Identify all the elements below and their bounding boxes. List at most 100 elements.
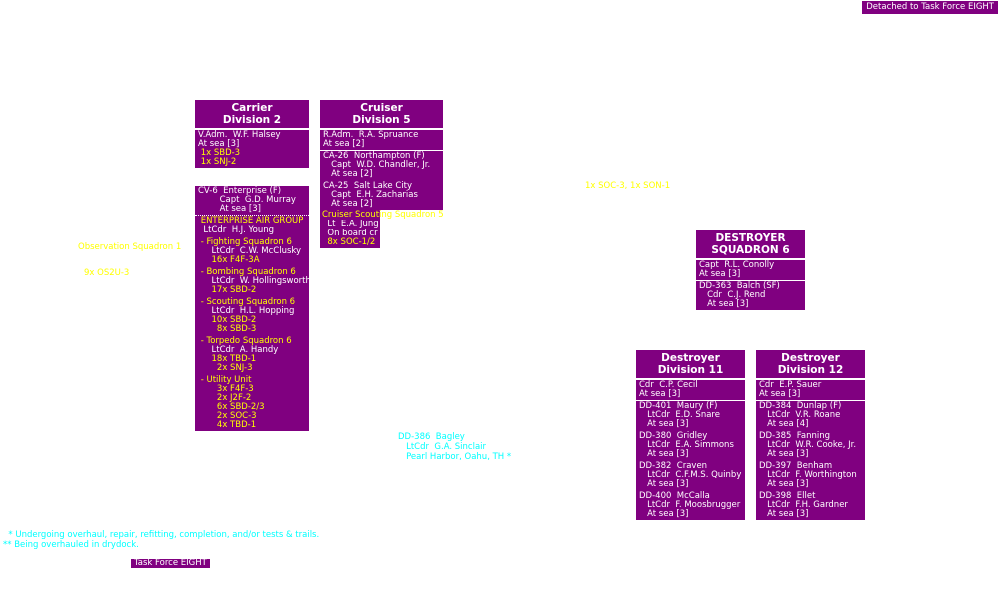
unit-line: - Fighting Squadron 6 bbox=[198, 237, 292, 247]
unit-title-line: Division 5 bbox=[352, 114, 411, 126]
unit-title-line: Cruiser bbox=[360, 102, 403, 114]
unit-line: At sea [3] bbox=[639, 509, 689, 519]
unit-line: At sea [2] bbox=[323, 169, 373, 179]
unit-title-line: Destroyer bbox=[661, 352, 720, 364]
unit-line: At sea [3] bbox=[699, 269, 741, 279]
unit-line: 1x SNJ-2 bbox=[198, 157, 237, 167]
unit-section: CA-26 Northampton (F) Capt W.D. Chandler… bbox=[320, 150, 443, 210]
bagley-entry: DD-386 Bagley LtCdr G.A. Sinclair Pearl … bbox=[398, 432, 511, 462]
unit-line: 2x J2F-2 bbox=[198, 393, 252, 403]
unit-line: At sea [4] bbox=[759, 419, 809, 429]
unit-line: ENTERPRISE AIR GROUP bbox=[198, 216, 304, 226]
unit-line: At sea [3] bbox=[198, 139, 240, 149]
unit-line: 3x F4F-3 bbox=[198, 384, 254, 394]
unit-line: DD-401 Maury (F) bbox=[639, 401, 718, 411]
unit-line: Cdr C.J. Rend bbox=[699, 290, 766, 300]
unit-line: LtCdr H.J. Young bbox=[198, 225, 274, 235]
unit-line: Capt G.D. Murray bbox=[198, 195, 296, 205]
unit-line: CA-25 Salt Lake City bbox=[323, 181, 413, 191]
unit-line: DD-382 Craven bbox=[639, 461, 708, 471]
detached-badge: Detached to Task Force EIGHT bbox=[862, 1, 998, 14]
unit-line: DD-398 Ellet bbox=[759, 491, 816, 501]
bagley-cdr: LtCdr G.A. Sinclair bbox=[398, 442, 487, 452]
unit-line: LtCdr F. Moosbrugger bbox=[639, 500, 741, 510]
cruiser-scouting-cdr: Lt E.A. Jung bbox=[322, 220, 378, 229]
unit-title-line: Carrier bbox=[231, 102, 273, 114]
unit-line: DD-400 McCalla bbox=[639, 491, 710, 501]
unit-line: Capt W.D. Chandler, Jr. bbox=[323, 160, 431, 170]
unit-line: At sea [3] bbox=[759, 479, 809, 489]
unit-line: 2x SOC-3 bbox=[198, 411, 257, 421]
unit-line: DD-363 Balch (SF) bbox=[699, 281, 780, 291]
unit-line: LtCdr F.H. Gardner bbox=[759, 500, 848, 510]
unit-title-line: DESTROYER bbox=[715, 232, 786, 244]
unit-line: 18x TBD-1 bbox=[198, 354, 257, 364]
unit-line: LtCdr W.R. Cooke, Jr. bbox=[759, 440, 857, 450]
observation-squadron-1: Observation Squadron 1 bbox=[78, 242, 182, 252]
unit-title-line: Division 2 bbox=[222, 114, 282, 126]
unit-line: At sea [2] bbox=[323, 199, 373, 209]
unit-title-line: Destroyer bbox=[781, 352, 840, 364]
unit-title-line: Division 11 bbox=[657, 364, 724, 376]
unit-line: 1x SBD-3 bbox=[198, 148, 241, 158]
unit-line: 4x TBD-1 bbox=[198, 420, 257, 430]
unit-line: - Torpedo Squadron 6 bbox=[198, 336, 292, 346]
cruiser-aircraft: 1x SOC-3, 1x SON-1 bbox=[585, 181, 671, 191]
unit-line: LtCdr C.F.M.S. Quinby bbox=[639, 470, 742, 480]
unit-line: 17x SBD-2 bbox=[198, 285, 257, 295]
unit-section: ENTERPRISE AIR GROUP LtCdr H.J. Young - … bbox=[195, 215, 311, 431]
unit-line: DD-385 Fanning bbox=[759, 431, 831, 441]
unit-line: CA-26 Northampton (F) bbox=[323, 151, 425, 161]
unit-line: LtCdr A. Handy bbox=[198, 345, 279, 355]
unit-line: 16x F4F-3A bbox=[198, 255, 260, 265]
unit-line: At sea [3] bbox=[639, 479, 689, 489]
unit-line: LtCdr C.W. McClusky bbox=[198, 246, 302, 256]
unit-line: At sea [3] bbox=[759, 389, 801, 399]
unit-line: LtCdr F. Worthington bbox=[759, 470, 857, 480]
unit-line: LtCdr W. Hollingsworth bbox=[198, 276, 311, 286]
unit-section: DD-384 Dunlap (F) LtCdr V.R. Roane At se… bbox=[756, 400, 865, 520]
footnotes: * Undergoing overhaul, repair, refitting… bbox=[3, 530, 319, 550]
cruiser-scouting-title: Cruiser Scouting Squadron 5 bbox=[322, 210, 444, 220]
unit-section: DD-363 Balch (SF) Cdr C.J. Rend At sea [… bbox=[696, 280, 805, 310]
bagley-location: Pearl Harbor, Oahu, TH * bbox=[398, 452, 512, 462]
unit-line: LtCdr E.D. Snare bbox=[639, 410, 720, 420]
unit-line: Cdr C.P. Cecil bbox=[639, 380, 698, 390]
unit-line: 10x SBD-2 bbox=[198, 315, 257, 325]
unit-title-line: SQUADRON 6 bbox=[711, 244, 790, 256]
unit-line: Cdr E.P. Sauer bbox=[759, 380, 822, 390]
footnote-1: * Undergoing overhaul, repair, refitting… bbox=[3, 530, 320, 540]
unit-line: DD-380 Gridley bbox=[639, 431, 708, 441]
unit-title-line: Division 12 bbox=[777, 364, 844, 376]
observation-aircraft: 9x OS2U-3 bbox=[84, 268, 130, 278]
cruiser-scouting-squadron-5: Cruiser Scouting Squadron 5 Lt E.A. Jung… bbox=[320, 210, 444, 248]
bagley-ship: DD-386 Bagley bbox=[398, 432, 465, 442]
unit-line: DD-397 Benham bbox=[759, 461, 833, 471]
unit-line: 2x SNJ-3 bbox=[198, 363, 253, 373]
unit-line: At sea [3] bbox=[699, 299, 749, 309]
unit-line: At sea [3] bbox=[759, 509, 809, 519]
unit-line: LtCdr E.A. Simmons bbox=[639, 440, 734, 450]
unit-section: CV-6 Enterprise (F) Capt G.D. Murray At … bbox=[195, 186, 309, 215]
unit-line: At sea [3] bbox=[198, 204, 261, 214]
unit-section: DD-401 Maury (F) LtCdr E.D. Snare At sea… bbox=[636, 400, 745, 520]
unit-line: Capt R.L. Conolly bbox=[699, 260, 775, 270]
unit-line: At sea [2] bbox=[323, 139, 365, 149]
cv-6-enterprise: CV-6 Enterprise (F) Capt G.D. Murray At … bbox=[195, 186, 311, 431]
